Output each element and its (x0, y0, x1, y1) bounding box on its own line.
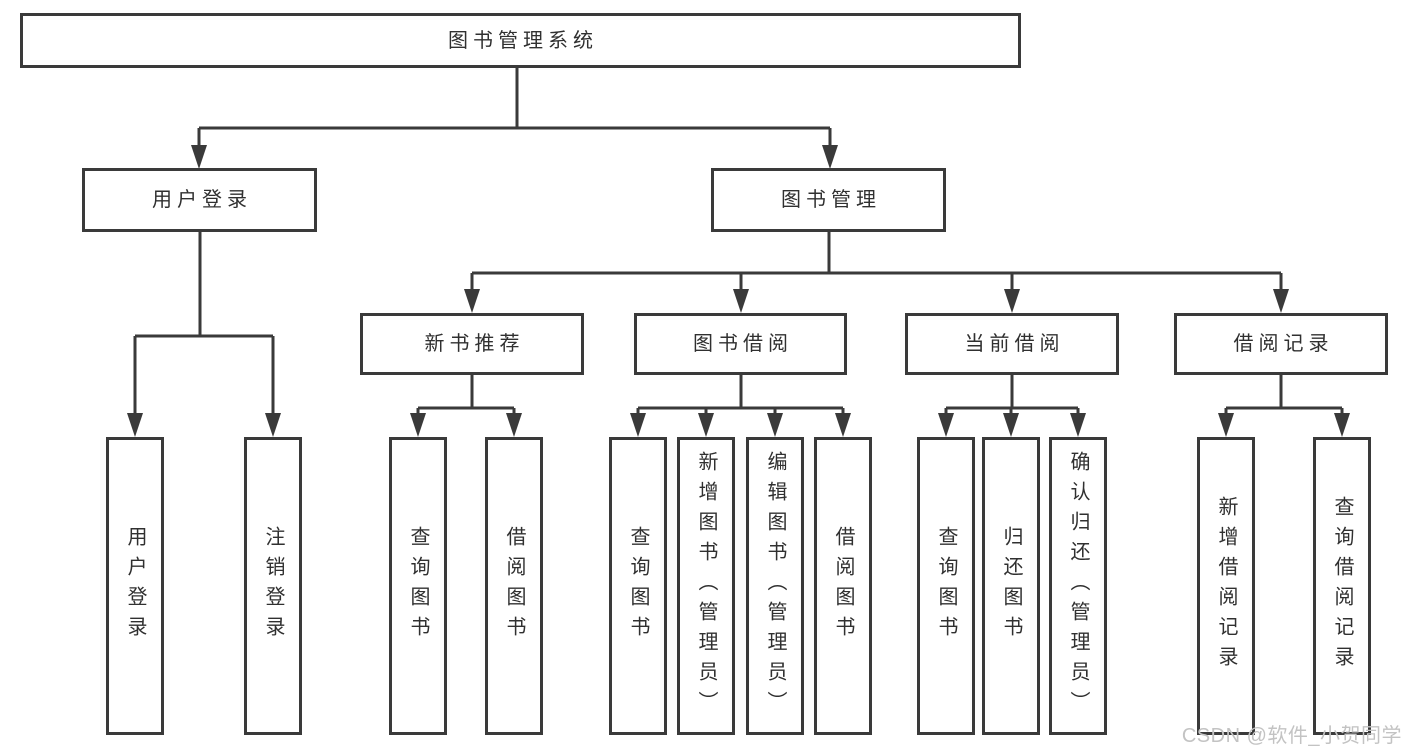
leaf-borrow-query-books-label: 查询图书 (627, 526, 649, 646)
leaf-current-confirm-return-admin: 确认归还（管理员） (1049, 437, 1107, 735)
watermark: CSDN @软件_小贺同学 (1181, 725, 1402, 747)
leaf-recommend-borrow-books: 借阅图书 (485, 437, 543, 735)
leaf-current-return-books-label: 归还图书 (1000, 526, 1022, 646)
arrowhead (938, 413, 954, 437)
node-new-book-recommend-label: 新书推荐 (424, 333, 525, 355)
connector-strokes (133, 66, 1344, 418)
leaf-recommend-query-books: 查询图书 (389, 437, 447, 735)
leaf-borrow-borrow-books: 借阅图书 (814, 437, 872, 735)
leaf-borrow-borrow-books-label: 借阅图书 (832, 526, 854, 646)
arrowhead (822, 145, 838, 169)
leaf-borrow-edit-books-admin: 编辑图书（管理员） (746, 437, 804, 735)
leaf-borrow-add-books-admin: 新增图书（管理员） (677, 437, 735, 735)
leaf-records-add-record: 新增借阅记录 (1197, 437, 1255, 735)
node-borrowing-records-label: 借阅记录 (1233, 333, 1334, 355)
leaf-records-query-record: 查询借阅记录 (1313, 437, 1371, 735)
arrowhead (733, 289, 749, 313)
node-root-label: 图书管理系统 (448, 29, 598, 52)
arrowhead (1070, 413, 1086, 437)
leaf-current-query-books: 查询图书 (917, 437, 975, 735)
connector-mgmt-to-level3 (470, 230, 1283, 292)
leaf-current-return-books: 归还图书 (982, 437, 1040, 735)
leaf-current-query-books-label: 查询图书 (935, 526, 957, 646)
leaf-borrow-add-books-admin-label: 新增图书（管理员） (695, 451, 717, 721)
arrowhead (1003, 413, 1019, 437)
connector-login-to-leaves (133, 230, 275, 416)
leaf-current-confirm-return-admin-label: 确认归还（管理员） (1067, 451, 1089, 721)
arrowhead (835, 413, 851, 437)
arrowhead (1334, 413, 1350, 437)
arrowhead (630, 413, 646, 437)
arrowhead (127, 413, 143, 437)
node-borrowing-records: 借阅记录 (1174, 313, 1388, 375)
leaf-logout: 注销登录 (244, 437, 302, 735)
leaf-recommend-borrow-books-label: 借阅图书 (503, 526, 525, 646)
node-current-borrowing-label: 当前借阅 (964, 333, 1065, 355)
connector-arrowheads (127, 145, 1350, 437)
leaf-records-query-record-label: 查询借阅记录 (1331, 496, 1353, 676)
leaf-recommend-query-books-label: 查询图书 (407, 526, 429, 646)
leaf-borrow-query-books: 查询图书 (609, 437, 667, 735)
node-book-management: 图书管理 (711, 168, 946, 232)
arrowhead (464, 289, 480, 313)
arrowhead (506, 413, 522, 437)
connector-records-to-leaves (1224, 373, 1344, 418)
connector-root-to-level2 (197, 66, 832, 150)
node-book-management-label: 图书管理 (781, 189, 881, 211)
connector-borrowing-to-leaves (636, 373, 845, 418)
arrowhead (698, 413, 714, 437)
arrowhead (410, 413, 426, 437)
node-book-borrowing: 图书借阅 (634, 313, 847, 375)
node-new-book-recommend: 新书推荐 (360, 313, 584, 375)
leaf-user-login-label: 用户登录 (124, 526, 146, 646)
node-root: 图书管理系统 (20, 13, 1021, 68)
arrowhead (767, 413, 783, 437)
arrowhead (1273, 289, 1289, 313)
arrowhead (1004, 289, 1020, 313)
leaf-logout-label: 注销登录 (262, 526, 284, 646)
node-user-login-label: 用户登录 (152, 189, 252, 211)
arrowhead (1218, 413, 1234, 437)
leaf-records-add-record-label: 新增借阅记录 (1215, 496, 1237, 676)
connector-recommend-to-leaves (416, 373, 516, 418)
leaf-borrow-edit-books-admin-label: 编辑图书（管理员） (764, 451, 786, 721)
node-current-borrowing: 当前借阅 (905, 313, 1119, 375)
arrowhead (265, 413, 281, 437)
arrowhead (191, 145, 207, 169)
node-user-login: 用户登录 (82, 168, 317, 232)
node-book-borrowing-label: 图书借阅 (693, 333, 793, 355)
connector-current-to-leaves (944, 373, 1080, 418)
leaf-user-login: 用户登录 (106, 437, 164, 735)
